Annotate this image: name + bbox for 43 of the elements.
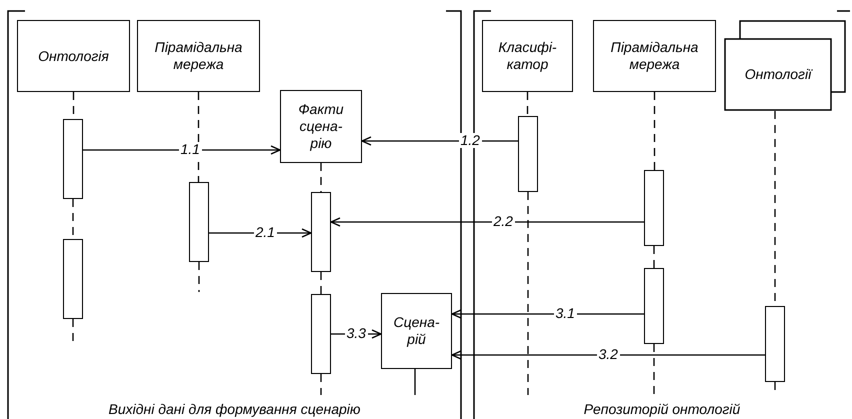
activation-bar [765,306,785,382]
lifeline [320,272,322,294]
object-name: Класифі-катор [497,39,558,73]
object-name: Сцена-рій [392,314,441,348]
activation-bar [311,192,331,272]
activation-bar [644,170,664,246]
message-arrow [451,309,644,319]
activation-bar [63,239,83,319]
activation-bar [189,182,209,262]
message-arrow [83,145,281,155]
edge-label: 1.1 [178,142,202,157]
edge-label: 2.2 [492,214,515,229]
object-box [482,20,573,92]
object-name: Факти сцена-рію [297,101,345,152]
edge-label: 2.1 [254,225,277,240]
activation-bar [311,294,331,374]
lifeline [198,92,200,182]
object-box [280,90,362,163]
edge-label: 3.2 [596,347,620,362]
message-arrow [209,228,312,238]
object-name: Онтології [744,66,814,82]
object-name: Пірамідальна мережа [154,39,244,73]
edge-label: 3.1 [554,306,577,321]
activation-bar [63,119,83,199]
object-name: Онтологія [38,48,109,64]
lifeline [526,92,528,116]
object-box [137,20,260,92]
edge-label: 1.2 [458,133,482,148]
frame-caption: Репозиторій онтологій [582,401,742,417]
activation-bar [644,268,664,344]
lifeline [320,163,322,192]
edge-label: 3.3 [344,326,368,341]
lifeline [654,92,656,170]
object-name: Пірамідальна мережа [610,39,700,73]
message-arrow [361,136,518,146]
object-box [17,20,130,92]
message-arrow [330,217,644,227]
lifeline [653,246,655,268]
frame-caption: Вихідні дані для формування сценарію [108,401,362,417]
message-arrow [451,350,765,360]
object-box [381,293,452,369]
object-box [593,20,716,92]
activation-bar [518,116,538,192]
